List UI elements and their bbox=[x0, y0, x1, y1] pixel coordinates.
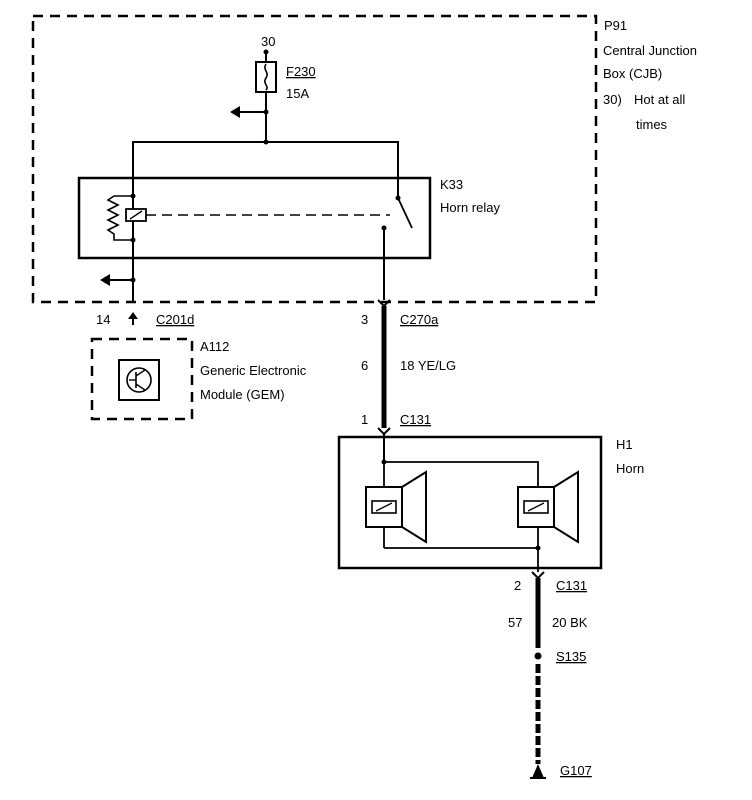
gem-name-line2: Module (GEM) bbox=[200, 387, 285, 402]
c131-bottom-connector-label: C131 bbox=[556, 578, 587, 593]
gem-name-line1: Generic Electronic bbox=[200, 363, 307, 378]
gem-ref: A112 bbox=[200, 339, 229, 354]
cjb-note-number: 30) bbox=[603, 92, 622, 107]
fuse-f230-symbol bbox=[255, 49, 277, 142]
circuit-57-label: 57 bbox=[508, 615, 522, 630]
c270a-connector-label: C270a bbox=[400, 312, 439, 327]
wire-spec-18-ye-lg: 18 YE/LG bbox=[400, 358, 456, 373]
c131-pin1-label: 1 bbox=[361, 412, 368, 427]
speaker-icon-left bbox=[365, 470, 427, 544]
horn-ref: H1 bbox=[616, 437, 633, 452]
c131-top-connector-label: C131 bbox=[400, 412, 431, 427]
splice-s135-label: S135 bbox=[556, 649, 586, 664]
c201d-connector-symbol bbox=[128, 312, 138, 325]
cjb-outline bbox=[31, 14, 598, 304]
relay-coil bbox=[106, 178, 390, 280]
wire-spec-20-bk: 20 BK bbox=[552, 615, 588, 630]
fuse-pin-label: 30 bbox=[261, 34, 275, 49]
horn-internal-wiring bbox=[381, 459, 541, 572]
ground-g107-label: G107 bbox=[560, 763, 592, 778]
gem-outline bbox=[90, 337, 194, 421]
cjb-name-line2: Box (CJB) bbox=[603, 66, 662, 81]
relay-name: Horn relay bbox=[440, 200, 500, 215]
ground-g107-symbol bbox=[530, 764, 546, 779]
gem-pin-label: 14 bbox=[96, 312, 110, 327]
relay-ref: K33 bbox=[440, 177, 463, 192]
fuse-branch-arrow bbox=[230, 106, 266, 118]
speaker-icon-right bbox=[517, 470, 579, 544]
cjb-note-line1: Hot at all bbox=[634, 92, 685, 107]
circuit-6-label: 6 bbox=[361, 358, 368, 373]
relay-switch bbox=[381, 195, 413, 231]
c131-pin2-label: 2 bbox=[514, 578, 521, 593]
gem-branch-arrow bbox=[100, 274, 136, 302]
fuse-ref: F230 bbox=[286, 64, 316, 79]
transistor-icon bbox=[118, 359, 160, 401]
horn-name: Horn bbox=[616, 461, 644, 476]
wire-18-ye-lg bbox=[377, 228, 391, 462]
fuse-rating: 15A bbox=[286, 86, 309, 101]
gem-connector-label: C201d bbox=[156, 312, 194, 327]
cjb-ref: P91 bbox=[604, 18, 627, 33]
horn-h1-box bbox=[337, 435, 603, 570]
cjb-note-line2: times bbox=[636, 117, 668, 132]
wire-20-bk bbox=[531, 571, 545, 764]
cjb-name-line1: Central Junction bbox=[603, 43, 697, 58]
c270a-pin-label: 3 bbox=[361, 312, 368, 327]
relay-k33-box bbox=[77, 176, 432, 260]
relay-feed-line bbox=[132, 141, 399, 196]
